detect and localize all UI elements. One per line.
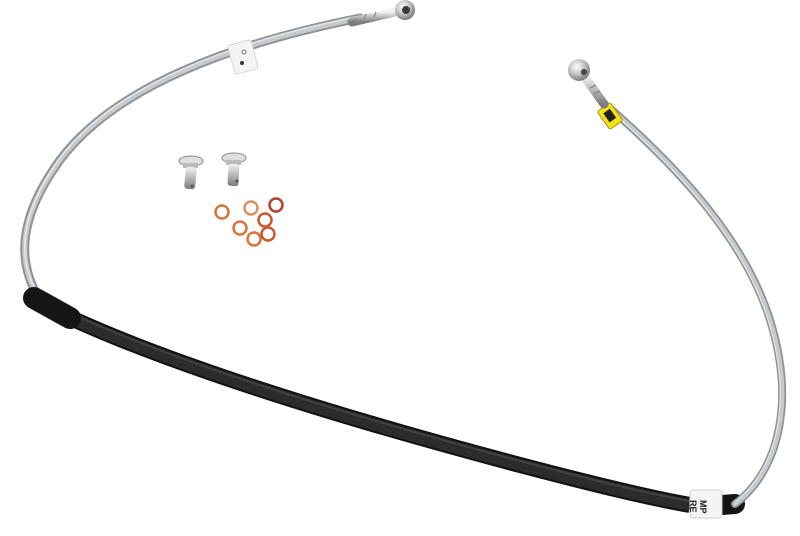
banjo-fitting-top <box>347 0 415 27</box>
crush-washers <box>214 197 284 247</box>
svg-text:RE: RE <box>688 500 698 513</box>
svg-text:MP: MP <box>698 500 708 514</box>
banjo-bolt-1 <box>178 155 204 190</box>
label-top <box>227 39 259 75</box>
banjo-fitting-right <box>568 59 609 109</box>
braided-hose-left <box>20 13 365 305</box>
banjo-bolt-2 <box>221 152 247 187</box>
label-bottom: MP RE <box>688 489 723 519</box>
black-sleeve <box>23 287 745 515</box>
braided-hose-right <box>608 106 787 508</box>
